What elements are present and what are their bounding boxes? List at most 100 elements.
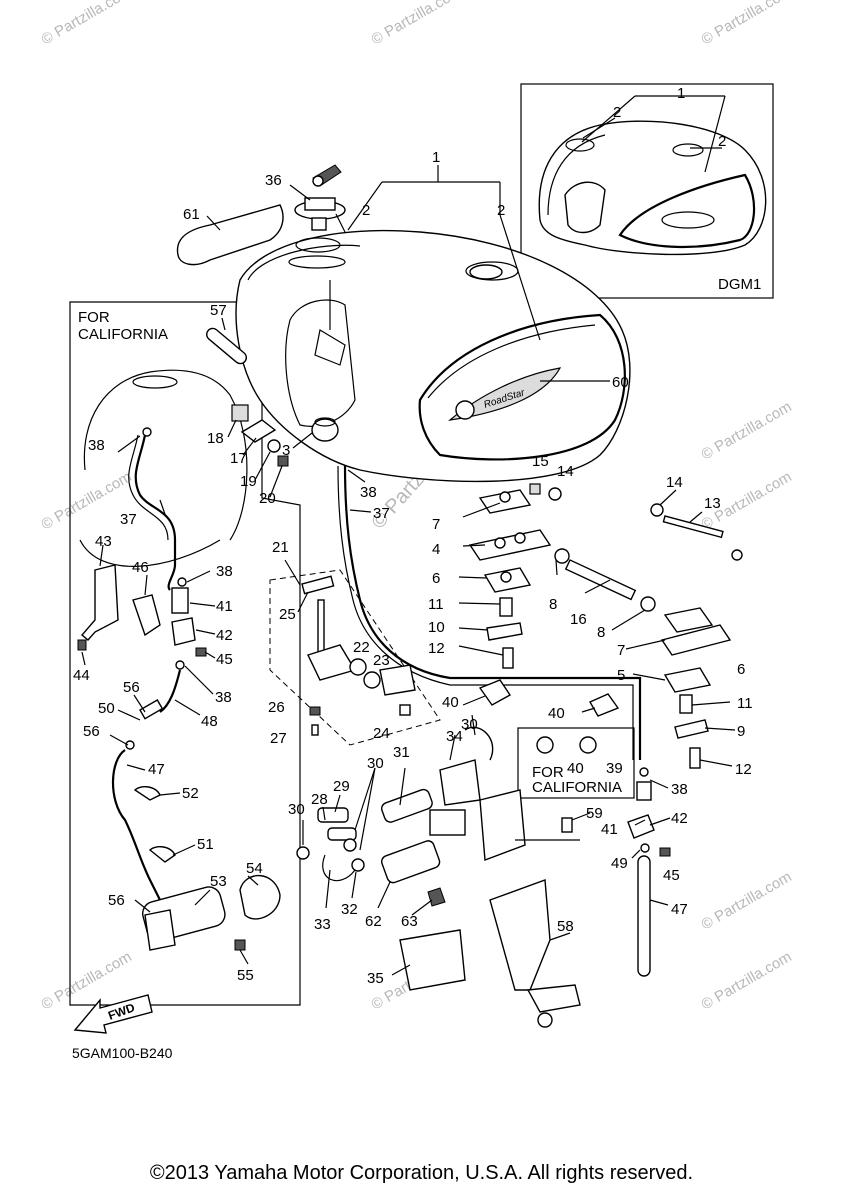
watermark-text: © Partzilla.com: [39, 0, 135, 48]
callout: 23: [373, 652, 390, 669]
callout: 12: [735, 761, 752, 778]
california-small-label-2: CALIFORNIA: [532, 779, 622, 796]
callout: 38: [215, 689, 232, 706]
callout: 46: [132, 559, 149, 576]
callout: 34: [446, 728, 463, 745]
callout: 16: [570, 611, 587, 628]
diagram-code: 5GAM100-B240: [72, 1045, 173, 1061]
fuel-cap: [294, 164, 346, 253]
callout: 1: [677, 85, 685, 102]
california-box-parts: [77, 427, 281, 951]
callout: 38: [88, 437, 105, 454]
callout: 19: [240, 473, 257, 490]
callout: 25: [279, 606, 296, 623]
callout: 26: [268, 699, 285, 716]
callout: 37: [120, 511, 137, 528]
callout: 15: [532, 453, 549, 470]
callout: 44: [73, 667, 90, 684]
callout: 45: [216, 651, 233, 668]
callout: 21: [272, 539, 289, 556]
callout: 38: [671, 781, 688, 798]
callout: 11: [428, 596, 444, 613]
callout: 17: [230, 450, 247, 467]
callout: 50: [98, 700, 115, 717]
callout: 11: [737, 695, 753, 712]
callout: 40: [567, 760, 584, 777]
callout: 47: [671, 901, 688, 918]
california-label-line2: CALIFORNIA: [78, 326, 168, 343]
watermark-text: © Partzilla.com: [699, 398, 795, 463]
callout: 41: [601, 821, 618, 838]
callout: 38: [216, 563, 233, 580]
callout-numbers: 1 1 2 2 2 2 36 61 57 18 17 19 20 3 38 60…: [73, 85, 753, 987]
callout: 38: [360, 484, 377, 501]
callout: 56: [123, 679, 140, 696]
fuel-tank: RoadStar: [235, 229, 631, 483]
callout: 53: [210, 873, 227, 890]
callout: 9: [737, 723, 745, 740]
callout: 47: [148, 761, 165, 778]
california-small-box: FOR CALIFORNIA: [517, 727, 635, 799]
callout: 2: [497, 202, 505, 219]
callout: 4: [432, 541, 440, 558]
callout: 30: [461, 716, 478, 733]
callout: 60: [612, 374, 629, 391]
callout: 24: [373, 725, 390, 742]
fuel-filter-pump-group: [296, 679, 620, 1028]
callout: 2: [613, 104, 621, 121]
callout: 59: [586, 805, 603, 822]
inset-label: DGM1: [718, 276, 761, 293]
callout: 56: [108, 892, 125, 909]
rear-mount-parts: [468, 483, 743, 769]
callout: 1: [432, 149, 440, 166]
callout: 6: [432, 570, 440, 587]
callout: 8: [549, 596, 557, 613]
callout: 37: [373, 505, 390, 522]
callout: 30: [367, 755, 384, 772]
callout: 27: [270, 730, 287, 747]
california-small-label-1: FOR: [532, 764, 564, 781]
callout: 58: [557, 918, 574, 935]
callout: 10: [428, 619, 445, 636]
callout: 55: [237, 967, 254, 984]
callout: 13: [704, 495, 721, 512]
callout: 12: [428, 640, 445, 657]
callout: 48: [201, 713, 218, 730]
tank-mounting-parts: [231, 404, 339, 467]
california-label-line1: FOR: [78, 309, 110, 326]
callout: 8: [597, 624, 605, 641]
callout: 42: [216, 627, 233, 644]
callout: 31: [393, 744, 410, 761]
clip-parts: [536, 736, 671, 977]
watermark-text: © Partzilla.com: [699, 868, 795, 933]
callout: 5: [617, 667, 625, 684]
callout: 45: [663, 867, 680, 884]
callout: 40: [442, 694, 459, 711]
callout: 62: [365, 913, 382, 930]
watermark-text: © Partzilla.com: [369, 0, 465, 48]
watermark-text: © Partzilla.com: [699, 0, 795, 48]
callout: 49: [611, 855, 628, 872]
callout: 39: [606, 760, 623, 777]
callout: 14: [666, 474, 683, 491]
callout: 7: [432, 516, 440, 533]
hose-37: [343, 464, 642, 760]
callout: 35: [367, 970, 384, 987]
callout: 33: [314, 916, 331, 933]
callout: 20: [259, 490, 276, 507]
callout: 2: [362, 202, 370, 219]
callout: 40: [548, 705, 565, 722]
callout: 57: [210, 302, 227, 319]
callout: 18: [207, 430, 224, 447]
fwd-arrow: FWD: [73, 994, 153, 1034]
callout: 14: [557, 463, 574, 480]
breather-pipe: [206, 327, 248, 365]
dgm1-inset: DGM1: [520, 83, 774, 299]
callout: 32: [341, 901, 358, 918]
callout: 43: [95, 533, 112, 550]
callout: 28: [311, 791, 328, 808]
callout: 2: [718, 133, 726, 150]
callout: 7: [617, 642, 625, 659]
tank-pad: [176, 204, 284, 266]
